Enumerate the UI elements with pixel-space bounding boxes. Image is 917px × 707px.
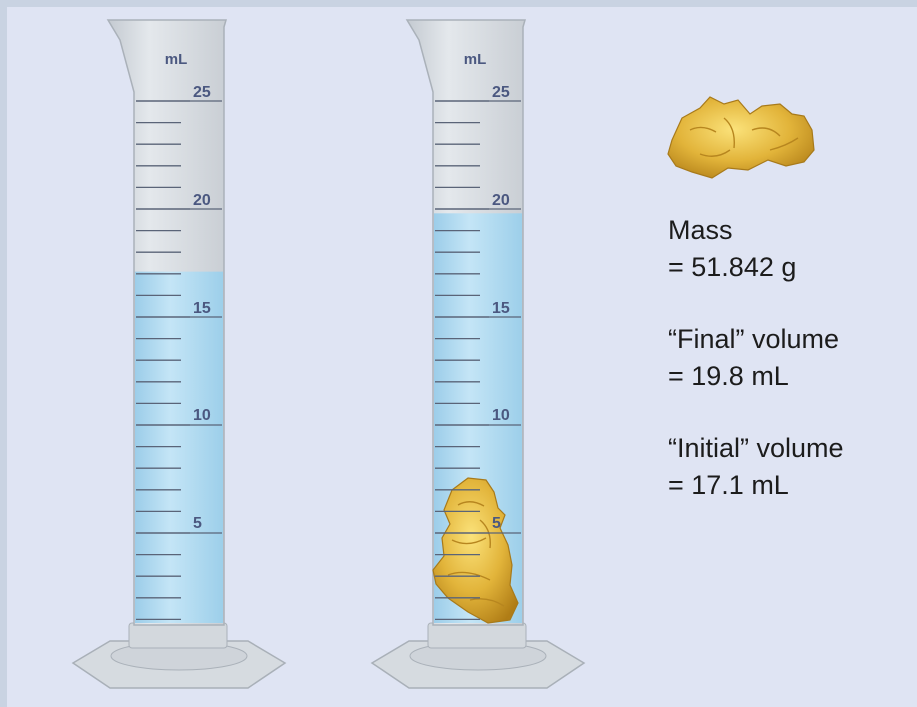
scale-label-15: 15 (492, 300, 510, 317)
mass-info: Mass = 51.842 g (668, 212, 796, 286)
scale-label-15: 15 (193, 300, 211, 317)
initial-cylinder: mL 25 20 15 10 5 (71, 19, 287, 689)
submerged-gold-nugget (432, 477, 519, 624)
final-volume-info: “Final” volume = 19.8 mL (668, 321, 839, 395)
scale-label-20: 20 (492, 192, 510, 209)
mass-value: = 51.842 g (668, 252, 797, 282)
graduation-ticks (136, 100, 222, 621)
nugget-texture (447, 501, 505, 607)
initial-volume-value: = 17.1 mL (668, 470, 789, 500)
scale-label-20: 20 (193, 192, 211, 209)
final-volume-label: “Final” volume (668, 324, 840, 354)
scale-label-25: 25 (193, 84, 211, 101)
gold-nugget (667, 96, 815, 179)
liquid-column (135, 271, 223, 623)
scale-label-10: 10 (193, 407, 211, 424)
final-cylinder: mL 25 20 15 10 5 (370, 19, 586, 689)
final-volume-value: = 19.8 mL (668, 361, 789, 391)
scale-label-10: 10 (492, 407, 510, 424)
scale-label-5: 5 (193, 515, 202, 532)
initial-volume-info: “Initial” volume = 17.1 mL (668, 430, 844, 504)
cylinder-foot (128, 622, 228, 649)
graduation-ticks (435, 100, 521, 621)
mass-label: Mass (668, 215, 733, 245)
unit-label: mL (464, 51, 487, 68)
unit-label: mL (165, 51, 188, 68)
scale-label-5: 5 (492, 515, 501, 532)
cylinder-foot (427, 622, 527, 649)
scale-label-25: 25 (492, 84, 510, 101)
initial-volume-label: “Initial” volume (668, 433, 844, 463)
